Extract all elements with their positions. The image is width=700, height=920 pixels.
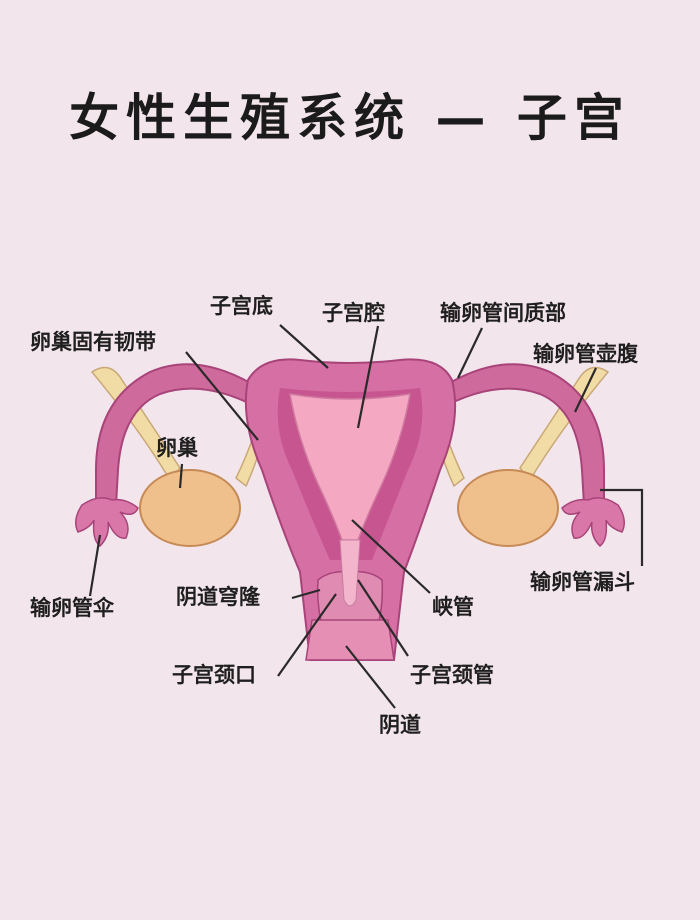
label-vagina: 阴道 [379,713,421,737]
line-isthmus [351,519,431,594]
line-external-os [277,593,337,677]
fimbriae [75,497,625,547]
label-fundus: 子宫底 [210,294,273,318]
ovaries [139,469,559,547]
line-ampulla [574,367,597,413]
label-fornix: 阴道穹隆 [176,585,260,609]
line-cervical-canal [357,579,409,657]
line-fundus [279,324,329,369]
line-infundibulum [600,488,644,566]
page-title: 女性生殖系统 — 子宫 [69,89,631,147]
left-fimbriae [75,497,139,547]
cervix [305,539,395,661]
label-ovarian-ligament: 卵巢固有韧带 [30,330,156,354]
right-ovary [457,469,559,547]
label-cavity: 子宫腔 [322,301,385,325]
line-fimbriae [88,534,102,597]
line-ovary [178,463,184,489]
leader-lines [88,324,644,709]
uterine-cavity [289,393,411,541]
label-isthmus-canal: 峡管 [432,595,474,619]
line-cavity [356,325,380,429]
right-fallopian-tube [437,363,605,506]
right-fimbriae [561,497,625,547]
line-interstitial [457,327,483,379]
label-external-os: 子宫颈口 [172,663,256,687]
left-fallopian-tube [95,363,263,506]
label-ampulla: 输卵管壶腹 [533,342,638,366]
label-ovary: 卵巢 [156,436,198,460]
cervical-canal-shape [339,539,361,607]
fallopian-tubes [95,363,605,506]
label-cervical-canal: 子宫颈管 [410,663,494,687]
left-ovary [139,469,241,547]
label-interstitial: 输卵管间质部 [440,301,566,325]
label-infundibulum: 输卵管漏斗 [530,570,635,594]
label-fimbriae: 输卵管伞 [30,596,114,620]
vagina-shape [305,619,395,661]
line-vagina [345,645,396,709]
line-fornix [291,588,321,600]
line-ovarian-ligament [185,351,259,441]
